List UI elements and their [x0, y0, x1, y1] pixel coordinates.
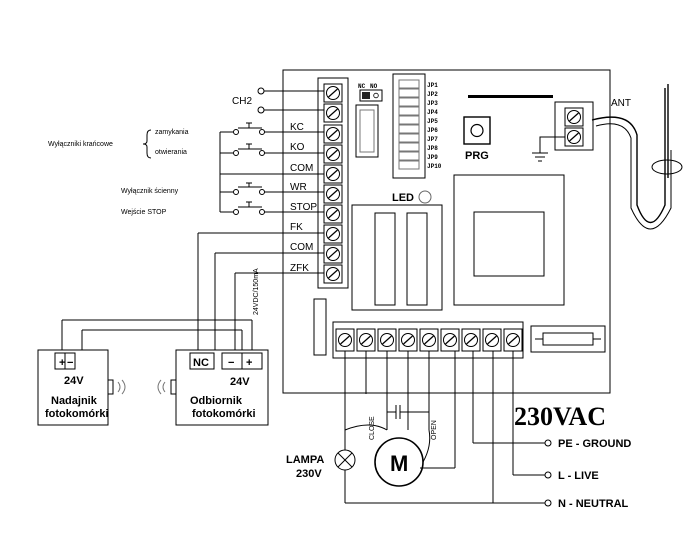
- tx-minus: −: [67, 357, 73, 369]
- dip-switch-bank: [398, 79, 420, 170]
- label-open: OPEN: [431, 420, 438, 440]
- left-terminal-screws: [323, 83, 343, 284]
- photocell-transmitter: [37, 349, 126, 426]
- label-jp1: JP1: [427, 82, 438, 89]
- label-jp9: JP9: [427, 154, 438, 161]
- photocell-receiver: [157, 349, 269, 426]
- label-jp7: JP7: [427, 136, 438, 143]
- label-nc: NC: [358, 83, 366, 90]
- label-stop: STOP: [290, 202, 317, 213]
- brace: [142, 129, 152, 159]
- rx-name-1: Odbiornik: [190, 395, 243, 407]
- label-stop-input: Wejście STOP: [121, 209, 167, 216]
- label-ch2: CH2: [232, 96, 252, 107]
- power-wiring: [334, 351, 552, 507]
- tx-name-1: Nadajnik: [51, 395, 98, 407]
- label-ant: ANT: [611, 98, 631, 109]
- label-jp2: JP2: [427, 91, 438, 98]
- control-board: [282, 69, 611, 394]
- label-jp10: JP10: [427, 163, 442, 170]
- label-jp3: JP3: [427, 100, 438, 107]
- label-jp5: JP5: [427, 118, 438, 125]
- antenna-terminal: [532, 84, 683, 230]
- lamp-line-2: 230V: [296, 468, 322, 480]
- rx-voltage: 24V: [230, 376, 250, 388]
- label-prg: PRG: [465, 150, 489, 162]
- rx-nc: NC: [193, 357, 209, 369]
- label-led: LED: [392, 192, 414, 204]
- label-jp6: JP6: [427, 127, 438, 134]
- label-zfk: ZFK: [290, 263, 309, 274]
- mains-title: 230VAC: [514, 402, 606, 431]
- label-kc: KC: [290, 122, 304, 133]
- label-opening: otwierania: [155, 149, 187, 156]
- label-live: L - LIVE: [558, 470, 599, 482]
- rx-minus: −: [228, 357, 234, 369]
- label-fk: FK: [290, 222, 303, 233]
- motor-symbol: M: [390, 451, 408, 476]
- rx-name-2: fotokomórki: [192, 408, 256, 420]
- label-jp4: JP4: [427, 109, 438, 116]
- label-no: NO: [370, 83, 378, 90]
- label-pe: PE - GROUND: [558, 438, 631, 450]
- label-wall-switch: Wyłącznik ścienny: [121, 188, 179, 195]
- label-closing: zamykania: [155, 129, 189, 136]
- tx-name-2: fotokomórki: [45, 408, 109, 420]
- label-jp8: JP8: [427, 145, 438, 152]
- label-limit-switches: Wyłączniki krańcowe: [48, 141, 113, 148]
- label-neutral: N - NEUTRAL: [558, 498, 629, 510]
- label-supply-note: 24VDC/150mA: [253, 268, 260, 315]
- tx-voltage: 24V: [64, 375, 84, 387]
- left-wiring: [61, 87, 324, 350]
- label-com-2: COM: [290, 242, 313, 253]
- tx-plus: +: [59, 357, 65, 369]
- label-wr: WR: [290, 182, 307, 193]
- lamp-line-1: LAMPA: [286, 454, 324, 466]
- label-ko: KO: [290, 142, 305, 153]
- rx-plus: +: [246, 357, 252, 369]
- label-com-1: COM: [290, 163, 313, 174]
- label-close: CLOSE: [369, 416, 376, 440]
- bottom-terminal-screws: [335, 328, 523, 352]
